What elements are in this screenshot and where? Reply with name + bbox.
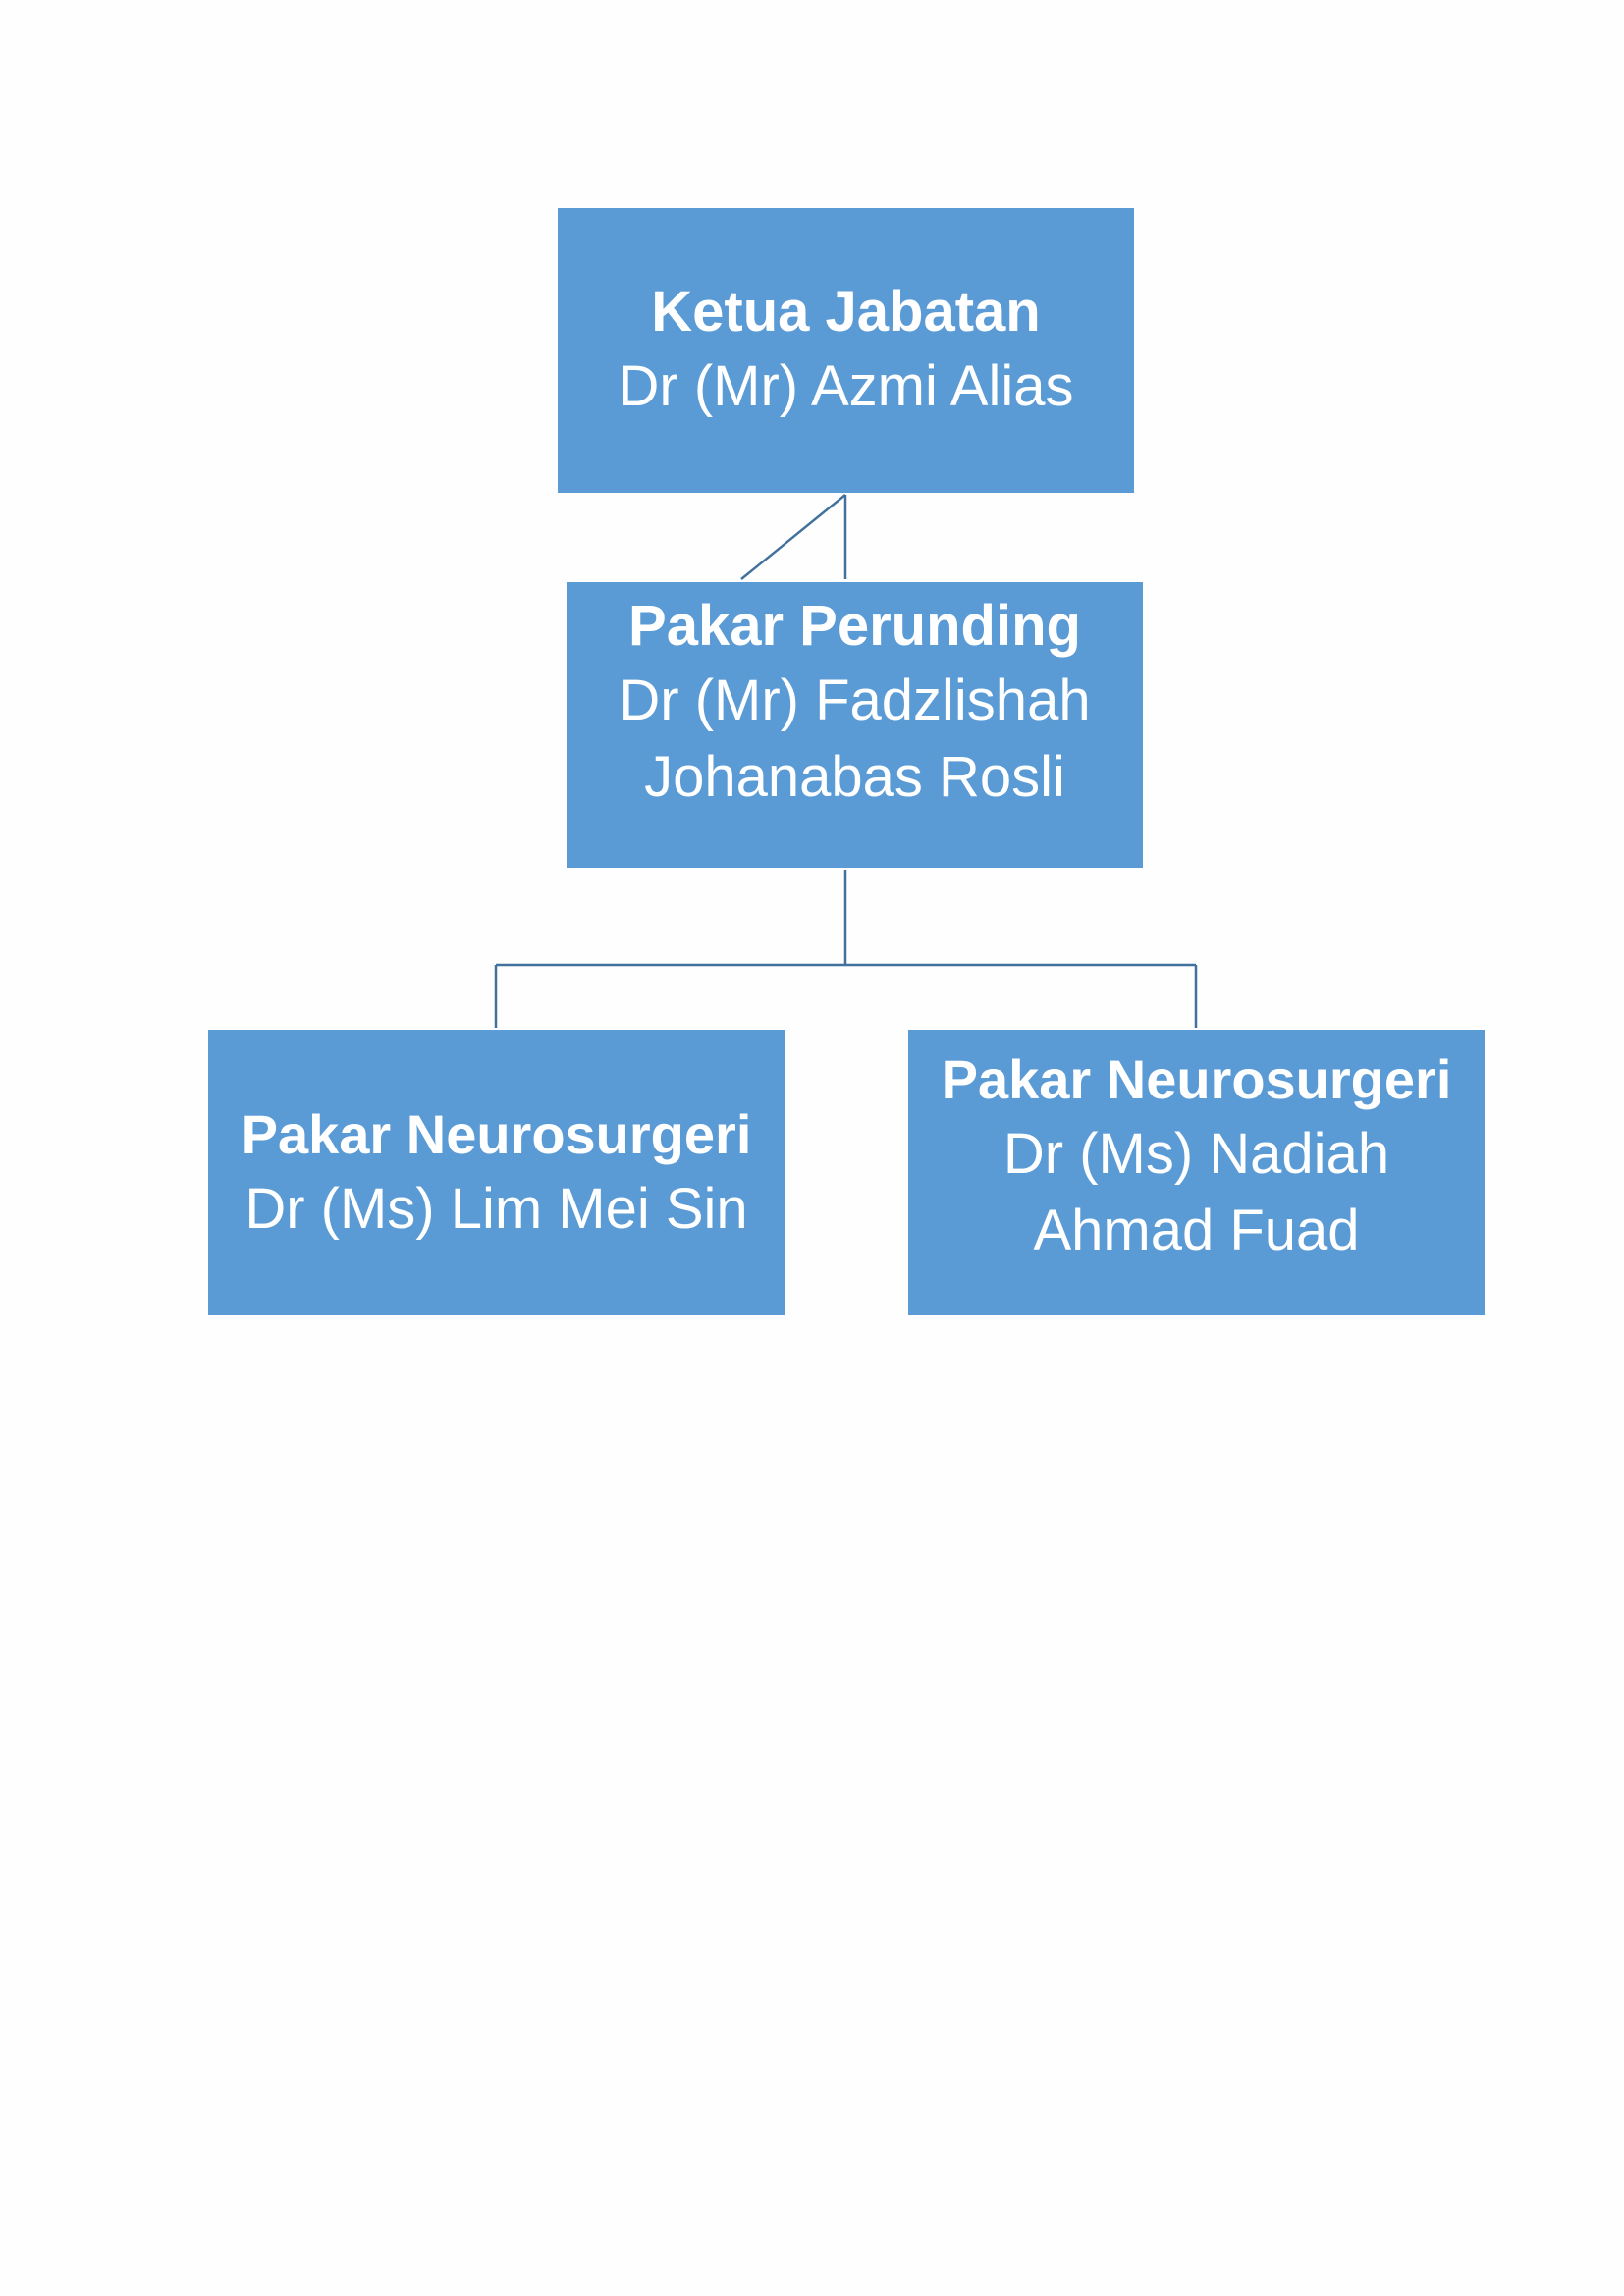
- node-specialist-2: Pakar Neurosurgeri Dr (Ms) Nadiah Ahmad …: [908, 1030, 1485, 1315]
- node-name: Dr (Mr) Fadzlishah Johanabas Rosli: [619, 668, 1091, 809]
- connector-head-diagonal: [740, 494, 846, 580]
- node-specialist-1: Pakar Neurosurgeri Dr (Ms) Lim Mei Sin: [208, 1030, 785, 1315]
- node-title: Pakar Perunding: [628, 594, 1081, 658]
- node-consultant: Pakar Perunding Dr (Mr) Fadzlishah Johan…: [567, 582, 1143, 868]
- node-title: Pakar Neurosurgeri: [941, 1048, 1452, 1110]
- node-title: Pakar Neurosurgeri: [241, 1102, 752, 1165]
- node-title: Ketua Jabatan: [651, 280, 1041, 344]
- node-name: Dr (Mr) Azmi Alias: [618, 354, 1074, 418]
- node-head-of-department: Ketua Jabatan Dr (Mr) Azmi Alias: [558, 208, 1134, 493]
- node-name: Dr (Ms) Nadiah Ahmad Fuad: [1002, 1122, 1390, 1262]
- node-name: Dr (Ms) Lim Mei Sin: [244, 1176, 748, 1241]
